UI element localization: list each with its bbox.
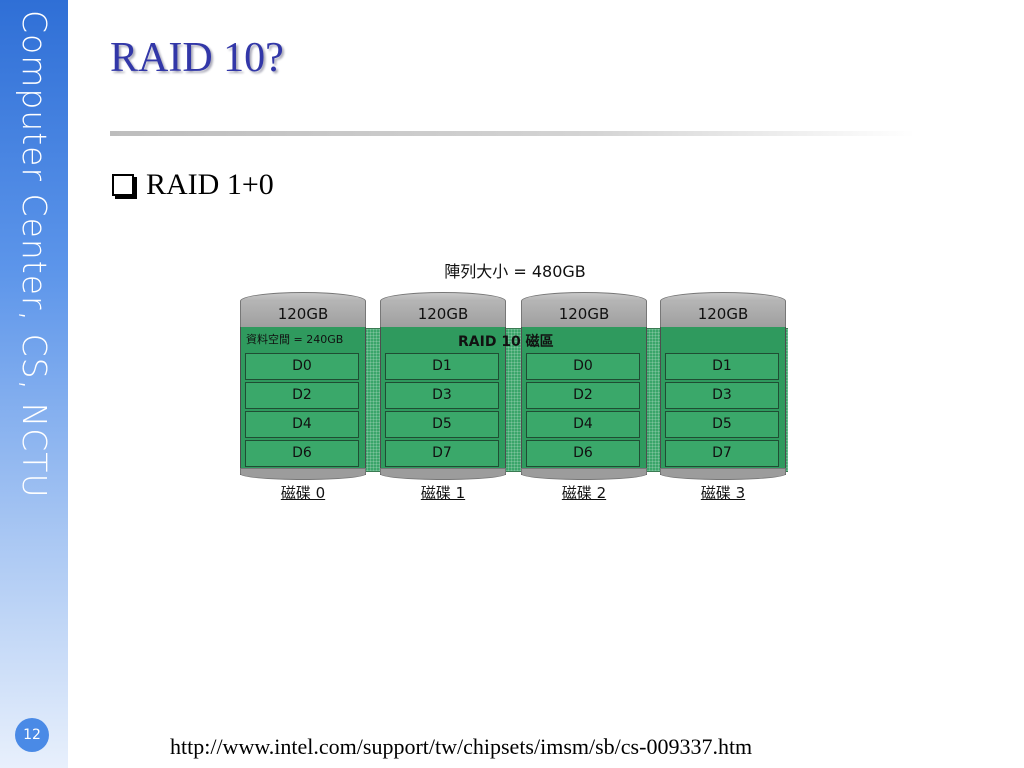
disk-label: 磁碟 1 xyxy=(420,484,466,502)
disk-capacity: 120GB xyxy=(380,301,506,327)
disk-2: 120GB D0 D2 D4 D6 xyxy=(521,292,647,482)
data-block: D5 xyxy=(385,411,499,438)
disk-bottom xyxy=(521,468,647,480)
sidebar-band: Computer Center, CS, NCTU 12 xyxy=(0,0,68,768)
data-block: D4 xyxy=(245,411,359,438)
checkbox-bullet-icon xyxy=(112,174,134,196)
source-link[interactable]: http://www.intel.com/support/tw/chipsets… xyxy=(170,734,753,759)
sidebar-org-text: Computer Center, CS, NCTU xyxy=(15,10,54,499)
data-block: D1 xyxy=(385,353,499,380)
disk-label: 磁碟 2 xyxy=(561,484,607,502)
disk-capacity: 120GB xyxy=(660,301,786,327)
title-divider xyxy=(110,131,915,136)
disk-bottom xyxy=(240,468,366,480)
data-block: D2 xyxy=(526,382,640,409)
disk-1: 120GB D1 D3 D5 D7 xyxy=(380,292,506,482)
slide-title: RAID 10? xyxy=(110,35,284,81)
data-block: D3 xyxy=(665,382,779,409)
array-size-label: 陣列大小 = 480GB xyxy=(444,262,586,281)
data-block: D5 xyxy=(665,411,779,438)
disk-0: 120GB D0 D2 D4 D6 xyxy=(240,292,366,482)
disk-bottom xyxy=(380,468,506,480)
data-block: D0 xyxy=(245,353,359,380)
bullet-item: RAID 1+0 xyxy=(112,168,274,202)
data-block: D6 xyxy=(526,440,640,467)
data-block: D1 xyxy=(665,353,779,380)
data-block: D6 xyxy=(245,440,359,467)
bullet-text: RAID 1+0 xyxy=(146,168,274,201)
data-space-label: 資料空間 = 240GB xyxy=(246,333,344,346)
disk-label: 磁碟 0 xyxy=(280,484,326,502)
raid-zone-label: RAID 10 磁區 xyxy=(458,334,554,350)
data-block: D0 xyxy=(526,353,640,380)
raid10-diagram: 陣列大小 = 480GB 120GB D0 D2 D4 D6 120GB D1 … xyxy=(230,258,800,508)
data-block: D2 xyxy=(245,382,359,409)
data-block: D7 xyxy=(665,440,779,467)
disk-3: 120GB D1 D3 D5 D7 xyxy=(660,292,786,482)
data-block: D4 xyxy=(526,411,640,438)
disk-capacity: 120GB xyxy=(521,301,647,327)
disk-capacity: 120GB xyxy=(240,301,366,327)
data-block: D7 xyxy=(385,440,499,467)
data-block: D3 xyxy=(385,382,499,409)
disk-label: 磁碟 3 xyxy=(700,484,746,502)
disk-bottom xyxy=(660,468,786,480)
page-number-badge: 12 xyxy=(15,718,49,752)
